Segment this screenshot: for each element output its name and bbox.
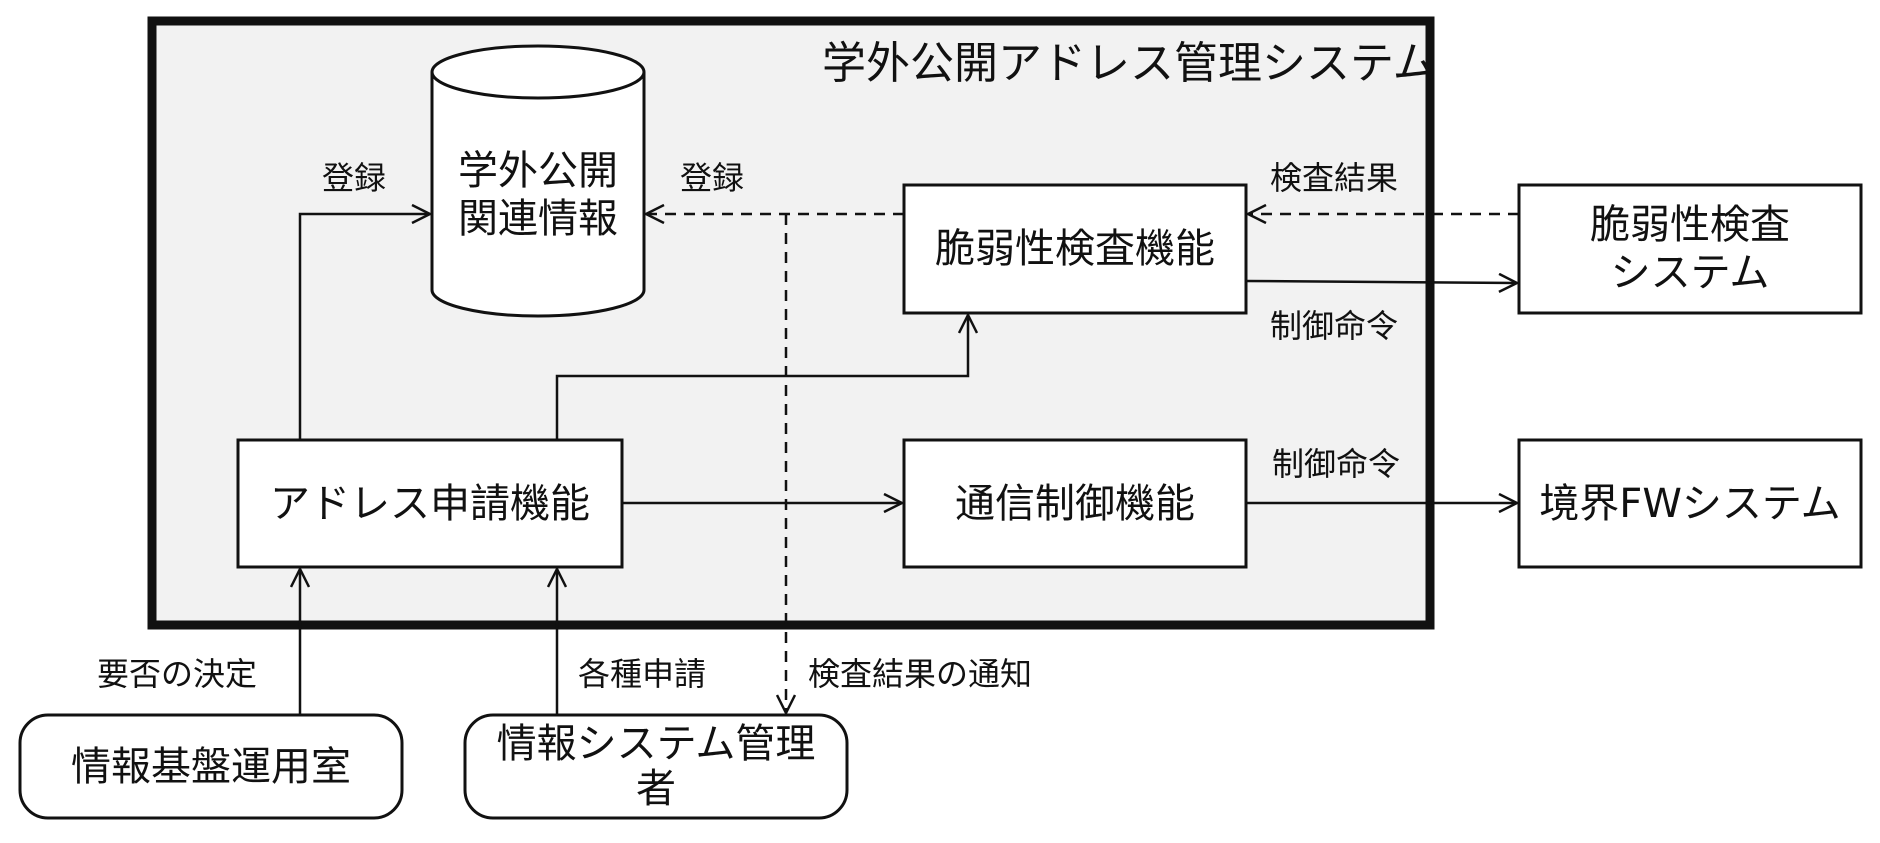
database-label-line1: 学外公開 <box>458 148 618 194</box>
address-request-function-box <box>236 438 624 569</box>
control-command-top-label: 制御命令 <box>1270 307 1399 345</box>
various-requests-label: 各種申請 <box>578 655 707 693</box>
system-title: 学外公開アドレス管理システム <box>822 38 1437 89</box>
comm-control-function-label: 通信制御機能 <box>955 480 1195 527</box>
sysadmin-label-line1: 情報システム管理 <box>496 720 816 767</box>
sysadmin-label: 情報システム管理 者 <box>465 715 847 818</box>
arrow-request-to-vuln-scan <box>555 315 968 440</box>
vuln-scan-system-label-line2: システム <box>1610 250 1770 296</box>
database-cylinder <box>430 44 646 318</box>
scan-result-notice-label: 検査結果の通知 <box>808 655 1033 693</box>
vuln-scan-system-label-line1: 脆弱性検査 <box>1590 202 1790 248</box>
register-left-label: 登録 <box>322 159 387 197</box>
sysadmin-box <box>463 713 849 820</box>
vuln-scan-function-box <box>902 183 1248 315</box>
comm-control-function-box <box>902 438 1248 569</box>
database-label: 学外公開 関連情報 <box>434 140 642 250</box>
infra-office-label: 情報基盤運用室 <box>71 743 351 790</box>
border-fw-system-label: 境界FWシステム <box>1539 480 1841 527</box>
database-label-line2: 関連情報 <box>458 196 618 242</box>
control-command-bottom-label: 制御命令 <box>1272 445 1401 483</box>
vuln-scan-function-label: 脆弱性検査機能 <box>935 226 1215 272</box>
border-fw-system-box <box>1517 438 1863 569</box>
vuln-scan-system-label: 脆弱性検査 システム <box>1519 185 1861 313</box>
infra-office-box <box>18 713 404 820</box>
sysadmin-label-line2: 者 <box>636 765 676 812</box>
arrow-vuln-scan-to-vuln-system <box>1245 281 1517 283</box>
register-right-label: 登録 <box>680 159 745 197</box>
approval-decision-label: 要否の決定 <box>97 655 258 693</box>
address-request-function-label: アドレス申請機能 <box>270 480 590 527</box>
vuln-scan-system-box <box>1517 183 1863 315</box>
scan-result-label: 検査結果 <box>1270 159 1399 197</box>
arrow-request-to-db <box>298 214 430 440</box>
